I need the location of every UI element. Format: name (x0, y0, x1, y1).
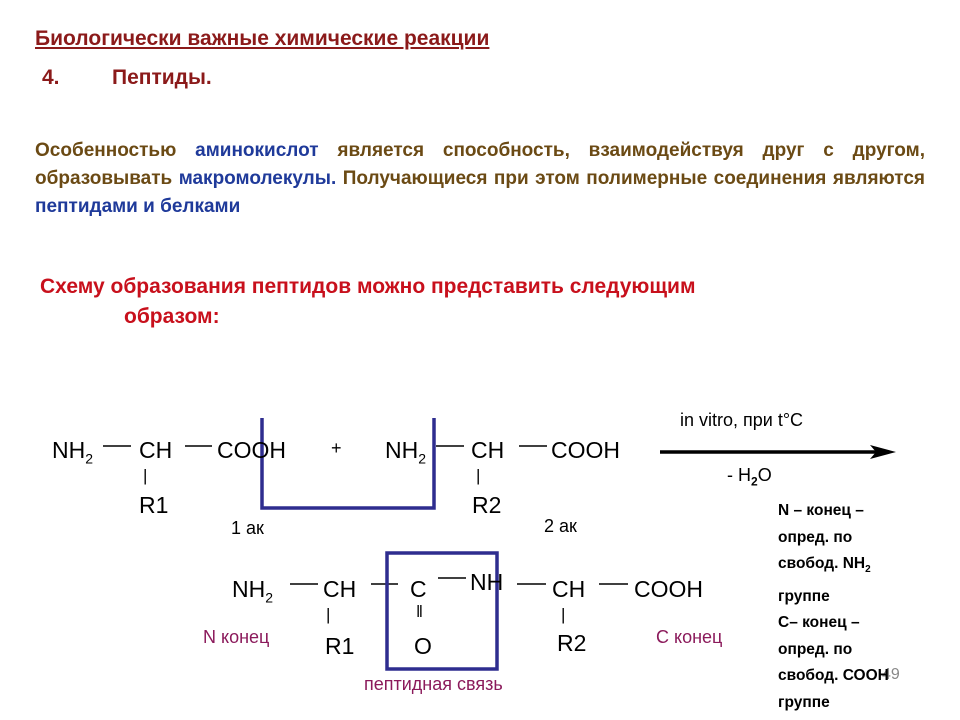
terminus-note: N – конец – опред. по свобод. NH2 группе… (778, 502, 889, 711)
plus-sign: + (331, 438, 342, 458)
water-elimination-frame (260, 418, 436, 510)
scheme-caption-line2: образом: (124, 305, 220, 328)
peptide-bond-frame (385, 551, 499, 671)
reactant1-r1: R1 (139, 492, 169, 518)
product-ch2: CH (552, 576, 586, 602)
product-carbonyl-c: C (410, 576, 427, 602)
reactant1-amino-group: NH2 (52, 437, 94, 467)
intro-paragraph: Особенностью аминокислот является способ… (35, 137, 925, 221)
section-number: 4. (42, 66, 60, 89)
product-bond-down-1: | (326, 605, 331, 624)
scheme-caption-line1: Схему образования пептидов можно предста… (40, 275, 696, 298)
product-amino-group: NH2 (232, 576, 274, 606)
reactant1-ch: CH (139, 437, 173, 463)
amino-acid-1-label: 1 ак (231, 518, 264, 538)
slide-title: Биологически важные химические реакции (35, 27, 490, 50)
n-terminus-label: N конец (203, 627, 270, 647)
page-number: 49 (882, 666, 900, 683)
reactant1-cooh: COOH (217, 437, 286, 463)
para-highlight-2: макромолекулы. (178, 168, 337, 189)
reactant2-amino-group: NH2 (385, 437, 427, 467)
reactant2-bond-down: | (476, 466, 481, 485)
product-cooh: COOH (634, 576, 703, 602)
product-bond-down-2: | (561, 605, 566, 624)
para-highlight-3: пептидами и белками (35, 196, 241, 217)
product-r1: R1 (325, 633, 355, 659)
para-text-3: Получающиеся при этом полимерные соедине… (336, 168, 925, 189)
reactant2-r2: R2 (472, 492, 502, 518)
peptide-bond-label: пептидная связь (364, 674, 503, 694)
section-title: Пептиды. (112, 66, 212, 89)
reactant2-ch: CH (471, 437, 505, 463)
scheme-caption: Схему образования пептидов можно предста… (40, 272, 925, 332)
product-nh-link: NH (470, 569, 504, 595)
reaction-condition: in vitro, при t°C (680, 410, 804, 430)
amino-acid-2-label: 2 ак (544, 516, 577, 536)
reaction-arrow-head (870, 445, 896, 459)
reactant1-bond-down: | (143, 466, 148, 485)
product-double-bond: ‖ (416, 602, 424, 621)
product-ch1: CH (323, 576, 357, 602)
water-elimination: - H2O (727, 465, 772, 489)
c-terminus-label: С конец (656, 627, 723, 647)
section-heading: 4. Пептиды. (42, 66, 212, 90)
para-text-1: Особенностью (35, 140, 196, 161)
para-highlight-1: аминокислот (195, 140, 319, 161)
product-oxygen: O (414, 633, 432, 659)
para-text-2: является способность, взаимодействуя дру… (35, 140, 925, 189)
reactant2-cooh: COOH (551, 437, 620, 463)
product-r2: R2 (557, 630, 587, 656)
